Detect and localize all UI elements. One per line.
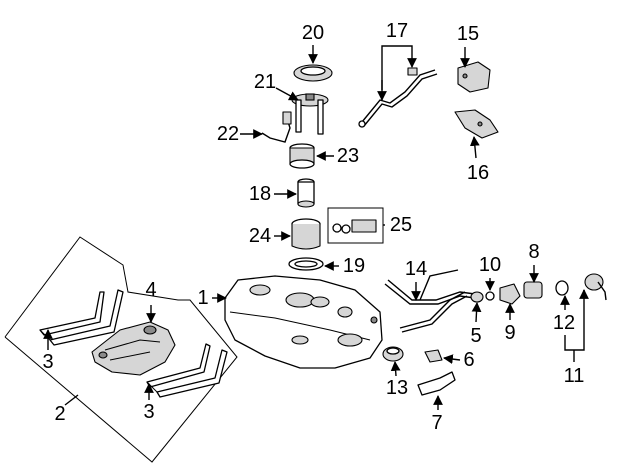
callout-18: 18: [249, 183, 271, 205]
leader-lines: [43, 45, 589, 410]
tank-seal: [288, 257, 324, 271]
callout-19: 19: [343, 255, 365, 277]
callout-16: 16: [467, 162, 489, 184]
callout-7: 7: [431, 412, 442, 434]
breather-hose: [424, 349, 443, 363]
filler-cap: [382, 346, 404, 362]
callout-25: 25: [390, 214, 412, 236]
callout-6: 6: [463, 349, 474, 371]
callout-5: 5: [470, 325, 481, 347]
callout-8: 8: [528, 241, 539, 263]
callout-23: 23: [337, 145, 359, 167]
callout-2: 2: [54, 403, 65, 425]
callout-1: 1: [197, 287, 208, 309]
lock-ring: [293, 64, 333, 82]
fuel-tank: [224, 275, 383, 369]
callout-3-upper: 3: [42, 351, 53, 373]
strap-group-boundary: [4, 236, 238, 463]
callout-24: 24: [249, 225, 271, 247]
fuel-pump-assembly: [289, 143, 315, 169]
canister-bracket: [457, 61, 491, 93]
fuel-reservoir: [291, 218, 321, 250]
mounting-bracket: [417, 371, 456, 396]
fuel-line: [358, 67, 438, 128]
callout-10: 10: [479, 254, 501, 276]
fuel-level-sender: [261, 111, 292, 143]
seal-kit: [327, 207, 384, 244]
fuel-filter: [297, 178, 315, 208]
callout-11: 11: [564, 365, 585, 387]
small-fittings: [470, 273, 607, 305]
callout-22: 22: [217, 123, 239, 145]
callout-4: 4: [145, 279, 156, 301]
callout-3-lower: 3: [143, 401, 154, 423]
callout-21: 21: [254, 71, 276, 93]
filler-pipe: [384, 269, 476, 333]
callout-9: 9: [504, 322, 515, 344]
callout-labels: 20 21 22 23 18 24 25 19 17 15 16 1 4 3 3…: [42, 20, 584, 434]
callout-17: 17: [386, 20, 408, 42]
callout-12: 12: [553, 312, 575, 334]
vent-bracket: [454, 109, 499, 139]
callout-20: 20: [302, 22, 324, 44]
callout-14: 14: [405, 258, 427, 280]
heat-shield: [91, 321, 176, 376]
callout-13: 13: [386, 377, 408, 399]
callout-15: 15: [457, 23, 479, 45]
